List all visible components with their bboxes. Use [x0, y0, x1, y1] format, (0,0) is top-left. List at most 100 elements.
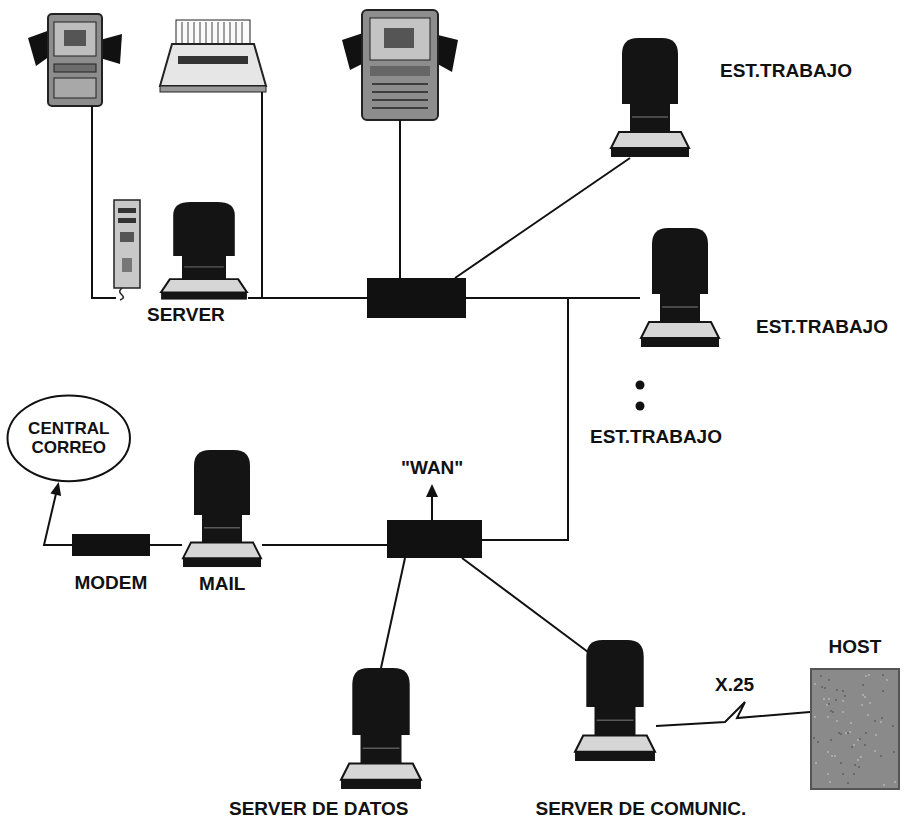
paper-lines: [182, 22, 242, 46]
host-speckle: [814, 683, 816, 685]
printer-base: [160, 86, 266, 92]
printer-wire: [399, 120, 401, 278]
paper-line: [230, 22, 231, 46]
paper-line: [212, 22, 213, 46]
connector-line: [656, 702, 810, 726]
keyboard-base: [575, 752, 655, 761]
host-speckle: [826, 704, 828, 706]
host-speckle: [858, 766, 860, 768]
printer-body: [362, 10, 438, 120]
drawer-line: [372, 91, 428, 93]
host-speckle: [832, 711, 834, 713]
device-label: EST.TRABAJO: [756, 316, 888, 338]
host-speckle: [864, 696, 866, 698]
connector-label: X.25: [713, 674, 756, 696]
host-speckle: [820, 675, 822, 677]
host-speckle: [862, 684, 864, 686]
arrow-head: [50, 482, 61, 496]
continuation-dot: [636, 402, 645, 411]
connector: [44, 482, 72, 545]
host-speckle: [840, 733, 842, 735]
base-seam: [597, 720, 634, 722]
node-pc: MAIL: [182, 450, 262, 568]
base-seam: [662, 306, 698, 308]
host-speckle: [854, 764, 856, 766]
hub-box: [387, 520, 482, 558]
keyboard-base: [611, 148, 689, 157]
printer-slot: [64, 30, 86, 46]
drawer-lines: [372, 84, 428, 108]
keyboard: [341, 764, 421, 780]
node-pc: EST.TRABAJO: [640, 228, 720, 348]
paper-line: [242, 22, 243, 46]
host-speckle: [865, 675, 867, 677]
paper-line: [200, 22, 201, 46]
device-label: SERVER DE DATOS: [229, 798, 409, 820]
keyboard-base: [641, 338, 719, 347]
base-seam: [632, 116, 668, 118]
dot-matrix-printer: [160, 20, 266, 92]
monitor: [652, 228, 708, 294]
host-speckle: [880, 721, 882, 723]
host-speckle: [860, 756, 862, 758]
paper-line: [224, 22, 225, 46]
hub-link-wire: [466, 298, 568, 540]
paper-line: [218, 22, 219, 46]
host-speckle: [828, 679, 830, 681]
host-speckle: [829, 781, 831, 783]
host-speckle: [883, 784, 885, 786]
pc-icon: [340, 668, 422, 790]
host-speckle: [824, 687, 826, 689]
monitor-base: [361, 733, 402, 764]
host-speckle: [813, 737, 815, 739]
node-pc: SERVER DE COMUNIC.: [574, 640, 656, 762]
drawer-line: [372, 99, 428, 101]
host-speckle: [874, 720, 876, 722]
keyboard-base: [183, 558, 261, 567]
host-speckle: [894, 781, 896, 783]
paper-line: [182, 22, 183, 46]
host-icon: [810, 668, 900, 790]
drive-slot: [118, 208, 136, 213]
paper-line: [236, 22, 237, 46]
wan-arrow-head: [426, 484, 438, 497]
modem-block: [72, 534, 150, 556]
drive-bay: [120, 232, 134, 242]
pc-icon: [182, 450, 262, 568]
host-speckle: [815, 762, 817, 764]
tower-case: [114, 200, 140, 288]
host-speckle: [844, 695, 846, 697]
free-label: EST.TRABAJO: [590, 426, 722, 448]
host-speckle: [840, 762, 842, 764]
host-speckle: [828, 698, 830, 700]
printer-wire: [248, 92, 262, 298]
host-speckle: [859, 738, 861, 740]
printer-panel: [54, 22, 96, 56]
monitor-base: [595, 705, 636, 736]
host-speckle: [875, 734, 877, 736]
monitor: [586, 640, 643, 707]
monitor: [352, 668, 409, 735]
monitor: [173, 202, 235, 256]
drawer-line: [372, 83, 428, 85]
host-speckle: [836, 689, 838, 691]
host-speckle: [882, 690, 884, 692]
paper-tray: [28, 30, 50, 66]
monitor-base: [182, 254, 226, 279]
host-speckle: [881, 717, 883, 719]
drive-slot: [118, 218, 136, 223]
printer-band: [370, 66, 430, 76]
host-speckle: [834, 755, 836, 757]
workstation-wire: [455, 158, 630, 278]
host-speckle: [893, 751, 895, 753]
mail-wire: [262, 544, 387, 546]
connector-line: [44, 492, 72, 545]
network-wires: [92, 92, 640, 668]
monitor-base: [202, 513, 242, 543]
host-speckle: [817, 741, 819, 743]
host-speckle: [835, 699, 837, 701]
printer-band: [54, 64, 96, 72]
host-speckle: [838, 732, 840, 734]
